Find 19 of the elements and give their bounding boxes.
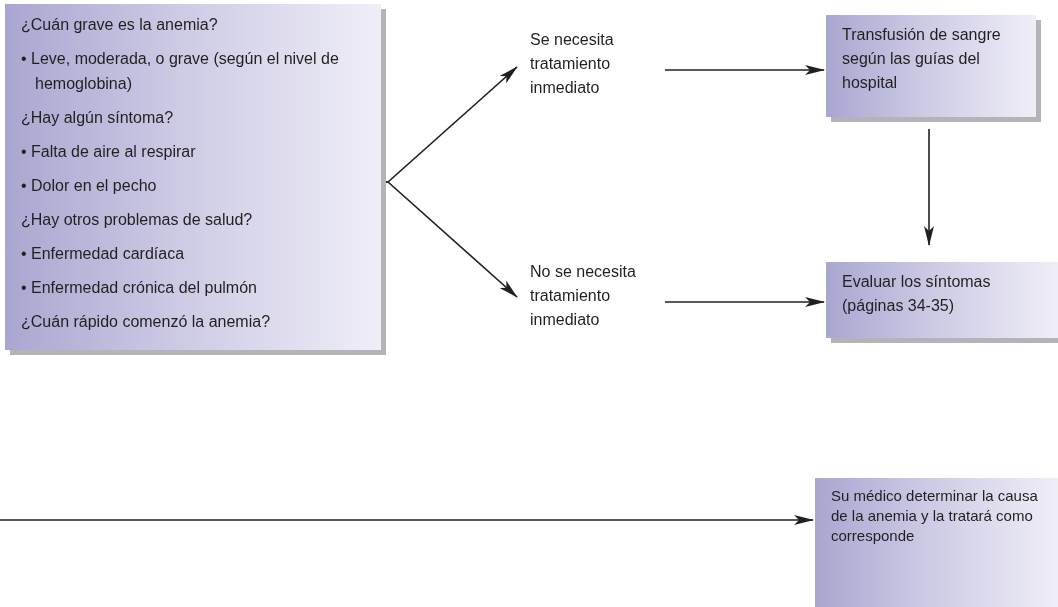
node-text: • Leve, moderada, o grave (según el nivel de hemoglobina) [21, 49, 340, 94]
process-box [815, 478, 1058, 607]
node-text: Transfusión de sangre según las guías del hospital [842, 25, 1002, 93]
node-text: ¿Cuán rápido comenzó la anemia? [21, 312, 272, 332]
arrow [924, 128, 934, 246]
arrow [664, 65, 825, 75]
node-text: ¿Hay otros problemas de salud? [21, 210, 254, 230]
node-text: Se necesita tratamiento inmediato [530, 30, 615, 98]
node-text: No se necesita tratamiento inmediato [530, 262, 637, 330]
arrow [0, 515, 814, 525]
node-text: • Dolor en el pecho [21, 176, 158, 196]
node-text: Evaluar los síntomas (páginas 34-35) [842, 272, 992, 316]
node-text: Su médico determinar la causa de la anemia y la tratará como corresponde [831, 486, 1039, 546]
node-text: • Falta de aire al respirar [21, 142, 197, 162]
node-text: • Enfermedad cardíaca [21, 244, 186, 264]
node-text: ¿Hay algún síntoma? [21, 108, 175, 128]
arrow [664, 297, 825, 307]
node-text: ¿Cuán grave es la anemia? [21, 15, 219, 35]
node-text: • Enfermedad crónica del pulmón [21, 278, 258, 298]
